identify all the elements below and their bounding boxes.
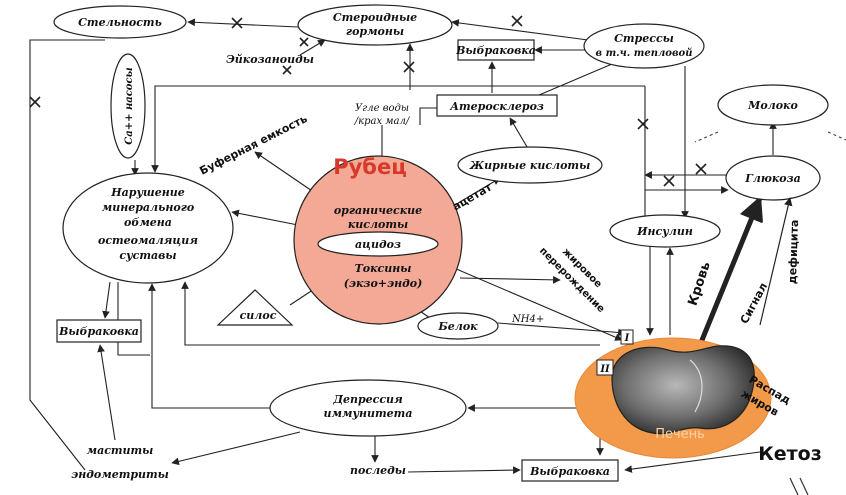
svg-text:кислоты: кислоты <box>348 218 408 231</box>
svg-text:Стероидные: Стероидные <box>333 11 417 24</box>
svg-text:силос: силос <box>240 309 277 322</box>
svg-text:ацидоз: ацидоз <box>355 238 401 251</box>
svg-text:/крах мал/: /крах мал/ <box>354 116 411 127</box>
svg-text:Са++ насосы: Са++ насосы <box>124 67 135 144</box>
svg-text:минерального: минерального <box>102 201 194 214</box>
node-fertility: Стельность <box>53 5 187 39</box>
blockade-marks <box>29 15 707 187</box>
svg-text:Глюкоза: Глюкоза <box>744 172 801 185</box>
svg-text:иммунитета: иммунитета <box>324 407 413 420</box>
svg-text:Токсины: Токсины <box>355 262 412 275</box>
node-insulin: Инсулин <box>609 214 721 248</box>
svg-text:Печень: Печень <box>655 427 705 442</box>
svg-text:Молоко: Молоко <box>747 99 798 112</box>
svg-text:II: II <box>599 364 610 375</box>
label-mastitis: маститы <box>87 444 154 457</box>
node-culling-left: Выбраковка <box>56 319 142 343</box>
label-afterbirth: последы <box>350 464 406 477</box>
node-steroid-hormones: Стероидные гормоны <box>297 4 453 46</box>
svg-text:Белок: Белок <box>437 320 478 333</box>
svg-text:Стельность: Стельность <box>78 16 162 29</box>
node-silage: силос <box>216 289 294 326</box>
svg-text:I: I <box>624 333 630 344</box>
blood-arrow <box>697 195 771 349</box>
svg-text:(экзо+эндо): (экзо+эндо) <box>344 277 423 290</box>
node-milk: Молоко <box>717 84 829 126</box>
label-blood: Кровь <box>686 260 714 308</box>
node-stress: Стрессы в т.ч. тепловой <box>583 23 705 69</box>
svg-text:обмена: обмена <box>124 216 172 229</box>
svg-text:Выбраковка: Выбраковка <box>529 465 610 478</box>
svg-text:Стрессы: Стрессы <box>614 32 674 45</box>
svg-text:Депрессия: Депрессия <box>332 393 403 406</box>
label-buffer-capacity: Буферная емкость <box>197 112 309 178</box>
svg-text:Нарушение: Нарушение <box>110 186 184 199</box>
node-rumen: Рубец органические кислоты ацидоз Токсин… <box>293 155 463 325</box>
svg-text:органические: органические <box>334 204 422 217</box>
node-glucose: Глюкоза <box>725 155 821 201</box>
node-immunity-depression: Депрессия иммунитета <box>269 379 467 437</box>
label-carbohydrates: Угле воды /крах мал/ <box>354 103 411 127</box>
svg-text:Жирные кислоты: Жирные кислоты <box>469 159 591 172</box>
node-atherosclerosis: Атеросклероз <box>436 94 558 117</box>
svg-text:Выбраковка: Выбраковка <box>58 325 139 338</box>
node-ca-pumps: Са++ насосы <box>110 53 146 159</box>
label-acetate: ацетат <box>450 180 494 213</box>
svg-text:Инсулин: Инсулин <box>636 225 693 238</box>
node-liver: Печень I II <box>574 329 772 459</box>
svg-text:Выбраковка: Выбраковка <box>455 44 536 57</box>
svg-text:в т.ч. тепловой: в т.ч. тепловой <box>596 48 693 59</box>
svg-text:Атеросклероз: Атеросклероз <box>449 100 544 113</box>
label-endometritis: эндометриты <box>71 468 169 481</box>
svg-text:остеомаляция: остеомаляция <box>98 234 198 247</box>
svg-text:Рубец: Рубец <box>333 155 407 179</box>
label-nh4: NH4+ <box>511 314 544 325</box>
node-mineral-disorder: Нарушение минерального обмена остеомаляц… <box>62 172 234 284</box>
svg-text:суставы: суставы <box>119 249 176 262</box>
svg-text:Угле воды: Угле воды <box>355 103 409 114</box>
node-protein: Белок <box>417 312 499 340</box>
label-deficit: дефицита <box>786 219 801 284</box>
liver-image <box>611 345 755 435</box>
label-ketosis: Кетоз <box>758 443 822 465</box>
label-eicosanoids: Эйкозаноиды <box>226 53 314 66</box>
svg-text:гормоны: гормоны <box>346 25 404 38</box>
node-culling-bottom: Выбраковка <box>521 459 619 482</box>
node-fatty-acids: Жирные кислоты <box>457 146 603 184</box>
node-culling-top: Выбраковка <box>455 39 536 61</box>
